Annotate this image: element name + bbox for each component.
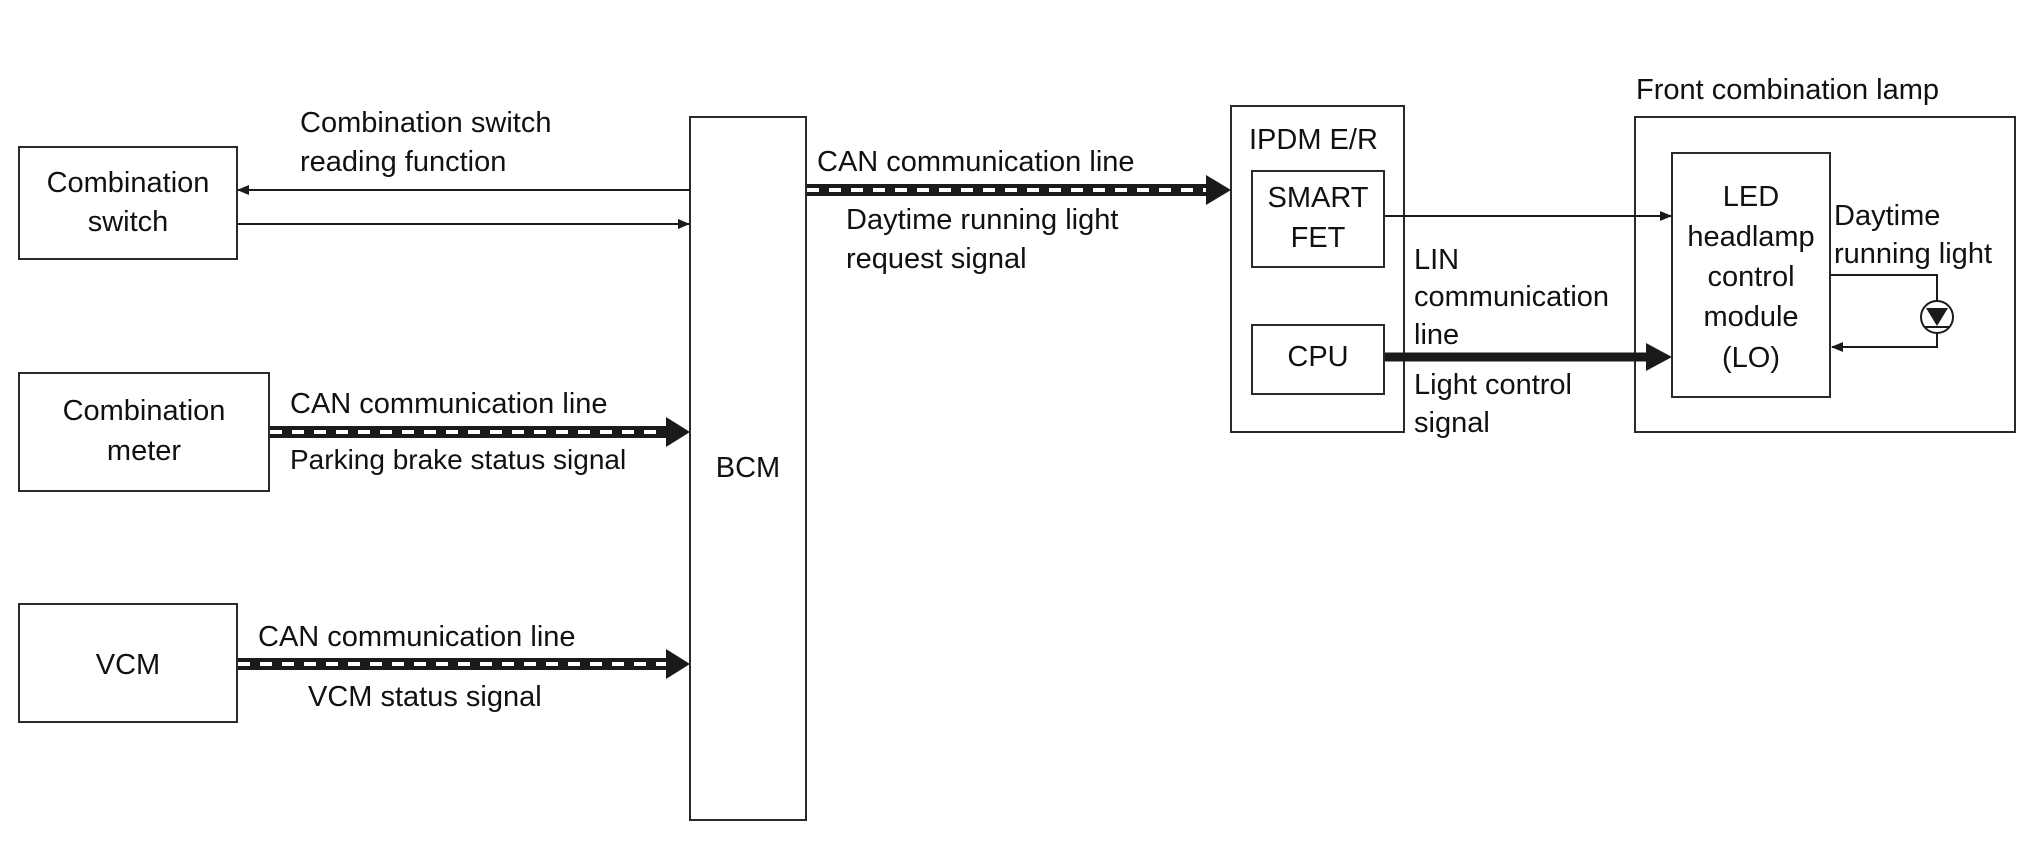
vcm-can-line-label: CAN communication line [258,621,576,653]
bcm-can-line-label: CAN communication line [817,146,1135,178]
can-line-meter-to-bcm: CAN communication line Parking brake sta… [270,388,690,475]
light-control-label-2: signal [1414,407,1490,439]
vcm-block: VCM [18,603,238,723]
parking-brake-signal-label: Parking brake status signal [290,444,626,475]
drl-request-signal-label-1: Daytime running light [846,204,1118,236]
switch-reading-label-2: reading function [300,146,506,178]
led-module-label-1: LED [1723,181,1779,213]
combination-meter-block: Combination meter [18,372,270,492]
daytime-running-light-circuit: Daytime running light [1831,200,1992,352]
can-arrowhead [1206,175,1231,205]
lin-line-cpu-to-led: LIN communication line Light control sig… [1385,244,1672,439]
light-control-label-1: Light control [1414,369,1572,401]
can-arrowhead [666,649,690,679]
can-line-vcm-to-bcm: CAN communication line VCM status signal [238,621,690,713]
combination-switch-connection: Combination switch reading function [237,107,690,229]
ipdm-label: IPDM E/R [1249,124,1378,156]
combination-switch-label-1: Combination [47,167,210,199]
combination-switch-block: Combination switch [18,146,238,260]
lin-line-label-2: communication [1414,281,1609,313]
led-module-label-4: module [1703,301,1798,333]
can-line-bcm-to-ipdm: CAN communication line Daytime running l… [807,146,1231,275]
led-module-block: LED headlamp control module (LO) [1671,152,1831,398]
led-module-label-3: control [1707,261,1794,293]
combination-meter-label-2: meter [107,435,181,467]
bcm-label: BCM [716,452,780,484]
led-icon [1920,300,1954,334]
smart-fet-block: SMART FET [1251,170,1385,268]
drl-label-2: running light [1834,238,1992,270]
vcm-status-signal-label: VCM status signal [308,681,542,713]
front-lamp-label: Front combination lamp [1636,74,1939,106]
cpu-label: CPU [1287,341,1348,373]
smart-fet-label-2: FET [1291,222,1346,254]
drl-request-signal-label-2: request signal [846,243,1027,275]
led-module-label-2: headlamp [1687,221,1814,253]
bcm-block: BCM [689,116,807,821]
lin-line-label-1: LIN [1414,244,1459,276]
switch-reading-label-1: Combination switch [300,107,551,139]
cpu-block: CPU [1251,324,1385,395]
combination-meter-label-1: Combination [63,395,226,427]
led-module-label-5: (LO) [1722,342,1780,374]
drl-label-1: Daytime [1834,200,1940,232]
lin-line-label-3: line [1414,319,1459,351]
can-arrowhead [666,417,690,447]
meter-can-line-label: CAN communication line [290,388,608,420]
vcm-label: VCM [96,649,160,681]
combination-switch-label-2: switch [88,206,169,238]
smart-fet-label-1: SMART [1268,182,1369,214]
lin-arrowhead [1646,343,1672,371]
